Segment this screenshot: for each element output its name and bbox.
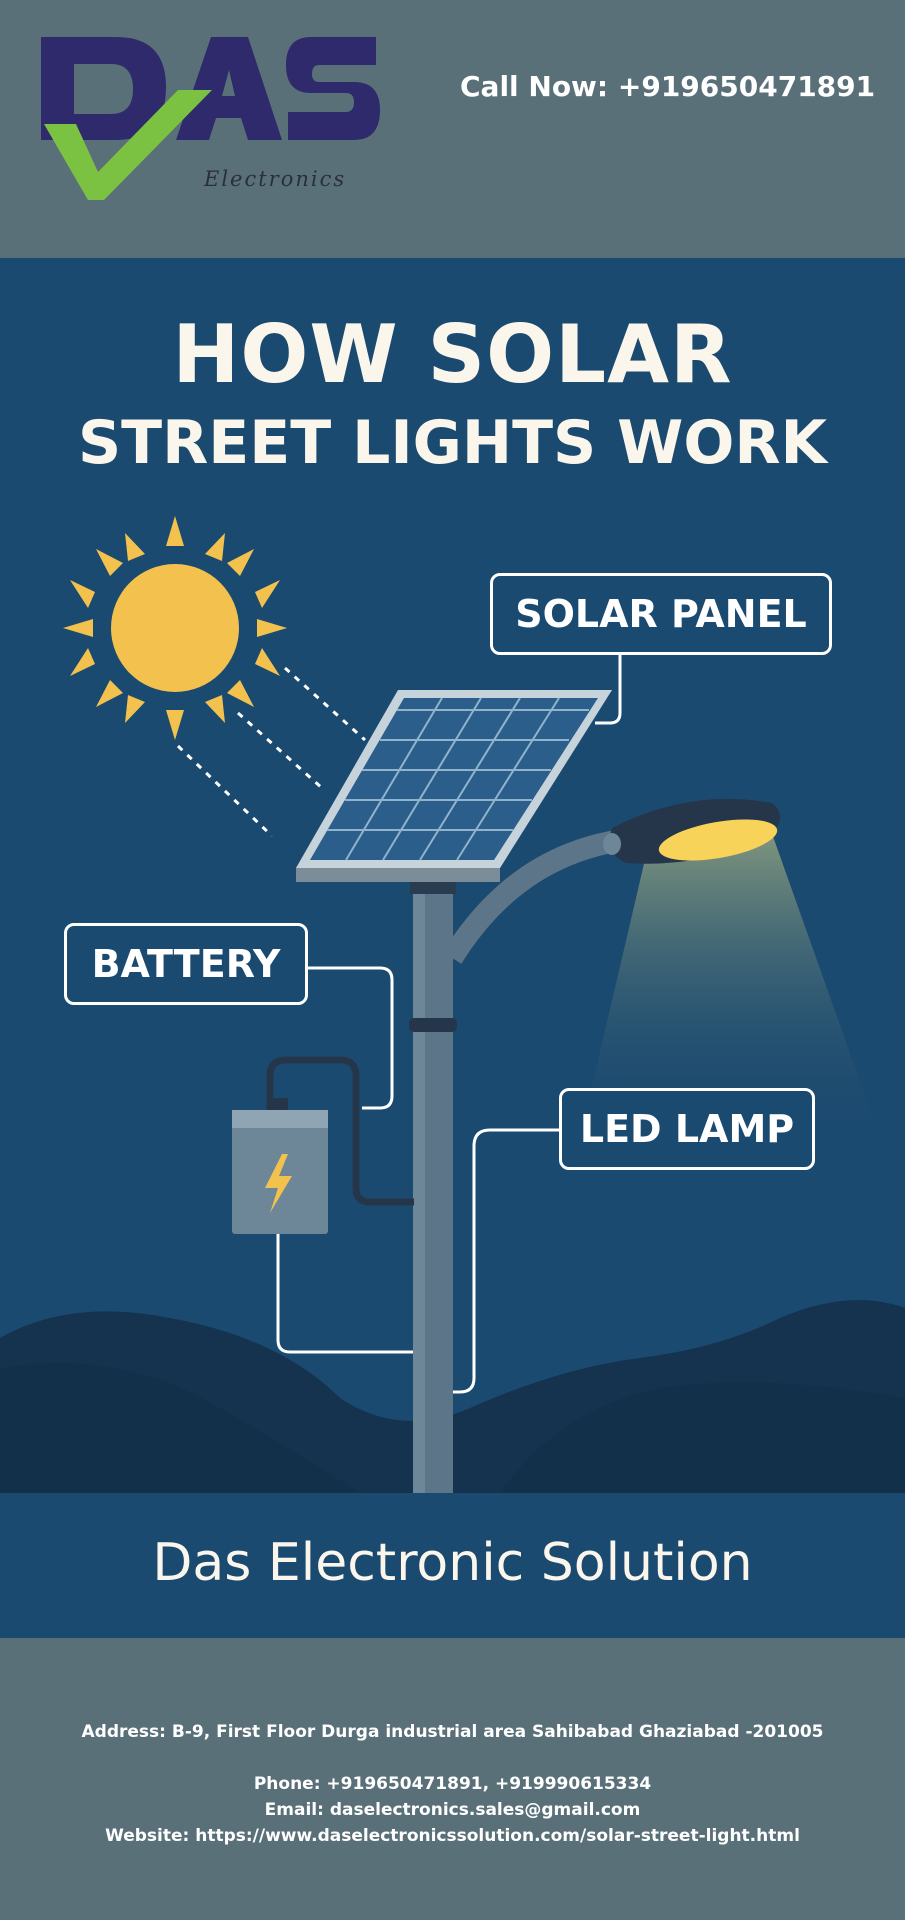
lightning-bolt-icon xyxy=(265,1154,292,1213)
website-link[interactable]: Website: https://www.daselectronicssolut… xyxy=(105,1826,800,1846)
illustration-section: HOW SOLAR STREET LIGHTS WORK SOLAR PANEL… xyxy=(0,258,905,1493)
call-now-phone[interactable]: Call Now: +919650471891 xyxy=(460,70,876,103)
das-electronics-logo: Electronics xyxy=(41,37,380,200)
sun-icon xyxy=(63,516,287,740)
title-line-2: STREET LIGHTS WORK xyxy=(77,408,828,478)
solar-panel-icon xyxy=(296,690,612,882)
phone-text[interactable]: Phone: +919650471891, +919990615334 xyxy=(253,1774,652,1794)
street-lamp-icon xyxy=(409,798,781,1493)
title-line-1: HOW SOLAR xyxy=(172,308,733,401)
battery-icon xyxy=(232,1056,414,1234)
brand-band: Das Electronic Solution xyxy=(0,1493,905,1638)
battery-label: BATTERY xyxy=(64,923,308,1005)
logo-subtext: Electronics xyxy=(203,167,346,191)
address-text: Address: B-9, First Floor Durga industri… xyxy=(81,1722,824,1742)
header: Electronics Call Now: +919650471891 xyxy=(0,0,905,258)
lamp-light-beam xyxy=(580,828,880,1138)
sun-ray-lines xyxy=(176,666,367,838)
led-lamp-label: LED LAMP xyxy=(559,1088,815,1170)
solar-panel-label: SOLAR PANEL xyxy=(490,573,832,655)
company-name: Das Electronic Solution xyxy=(152,1533,753,1593)
callout-connectors xyxy=(276,655,622,1394)
email-link[interactable]: Email: daselectronics.sales@gmail.com xyxy=(264,1800,641,1820)
solar-street-light-illustration xyxy=(0,516,905,1493)
contact-section: Address: B-9, First Floor Durga industri… xyxy=(0,1638,905,1920)
